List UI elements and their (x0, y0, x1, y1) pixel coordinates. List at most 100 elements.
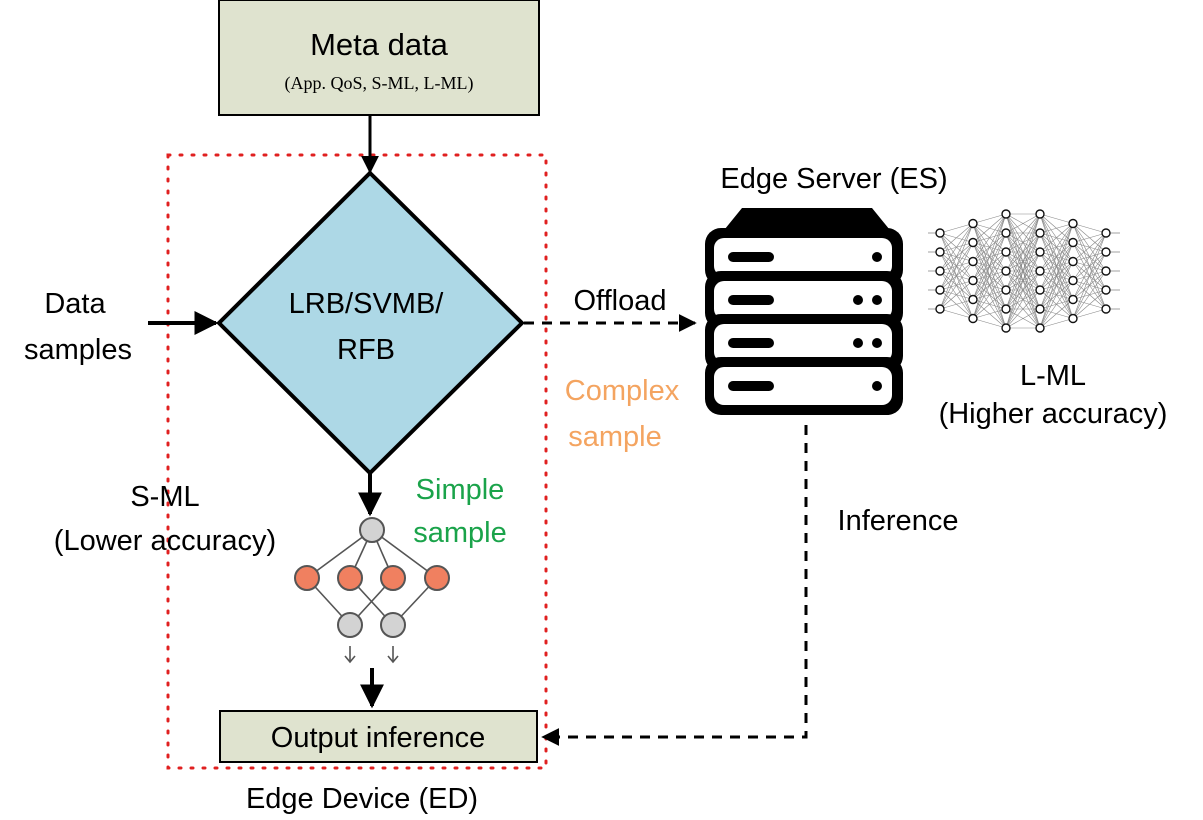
small-model-label: S-ML (130, 481, 199, 513)
network-edge (1005, 270, 1041, 329)
network-edge (1039, 223, 1074, 272)
network-node (1068, 218, 1078, 229)
data-samples-label-line2: samples (24, 334, 132, 366)
network-edge (972, 308, 1007, 319)
network-node (1068, 256, 1078, 267)
network-edge (972, 213, 1007, 224)
network-edge (1005, 213, 1041, 291)
network-edge (939, 242, 974, 310)
network-edge (939, 223, 974, 310)
network-edge (972, 213, 1007, 300)
network-node (968, 218, 978, 229)
small-model-accuracy: (Lower accuracy) (54, 525, 276, 557)
large-neural-network-icon (928, 209, 1120, 333)
large-model-label: L-ML (1020, 360, 1086, 392)
network-edge (1005, 232, 1041, 329)
network-edge (972, 213, 1007, 281)
meta-data-subtitle: (App. QoS, S-ML, L-ML) (285, 73, 474, 94)
network-edge (939, 308, 974, 319)
network-node (1001, 228, 1011, 238)
inference-label: Inference (838, 505, 959, 537)
network-edge (939, 261, 974, 310)
network-node (1101, 285, 1111, 295)
network-node (1068, 237, 1078, 248)
network-node (935, 266, 945, 276)
network-node (1101, 247, 1111, 257)
meta-data-title: Meta data (310, 27, 449, 62)
output-inference-box: Output inference (219, 710, 538, 763)
network-node (968, 237, 978, 248)
complex-sample-line2: sample (568, 421, 662, 453)
network-node (1035, 285, 1045, 295)
decision-label-line2: RFB (337, 334, 395, 366)
network-edge (972, 213, 1007, 319)
network-edge (1072, 223, 1107, 234)
output-inference-label: Output inference (271, 722, 485, 754)
data-samples-label-line1: Data (44, 288, 106, 320)
network-node (1035, 247, 1045, 257)
network-edge (1039, 242, 1074, 329)
network-node (968, 256, 978, 267)
network-edge (939, 223, 974, 291)
network-node (1068, 313, 1078, 324)
network-edge (939, 280, 974, 310)
simple-sample-line2: sample (413, 517, 507, 549)
simple-sample-line1: Simple (416, 474, 505, 506)
network-edge (1072, 232, 1107, 281)
network-node (1001, 266, 1011, 276)
network-edge (1039, 318, 1074, 329)
network-node (1035, 266, 1045, 276)
arrow-inference-return (541, 425, 808, 746)
network-node (1068, 294, 1078, 305)
network-edge (1039, 223, 1074, 291)
server-rack-icon (705, 208, 903, 415)
network-node (1001, 323, 1011, 333)
network-edge (1005, 213, 1041, 234)
network-edge (939, 223, 974, 272)
network-edge (1039, 213, 1074, 224)
network-edge (1072, 308, 1107, 319)
small-neural-network-icon (294, 517, 450, 664)
network-edge (1072, 289, 1107, 319)
network-edge (1039, 280, 1074, 329)
network-edge (1039, 223, 1074, 253)
network-node (1068, 275, 1078, 286)
network-node (1035, 209, 1045, 219)
network-edge (972, 318, 1007, 329)
server-unit-4 (705, 357, 903, 415)
network-edge (939, 299, 974, 310)
network-node (1001, 304, 1011, 314)
network-node (1035, 228, 1045, 238)
offload-label: Offload (574, 285, 667, 317)
edge-device-boundary (166, 153, 548, 770)
network-node (935, 285, 945, 295)
decision-diamond: LRB/SVMB/ RFB (216, 170, 525, 476)
network-edge (1039, 261, 1074, 329)
network-edge (1072, 232, 1107, 300)
network-edge (1039, 223, 1074, 329)
network-node (1001, 285, 1011, 295)
network-node (1101, 304, 1111, 314)
network-node (1001, 247, 1011, 257)
network-node (1035, 304, 1045, 314)
complex-sample-line1: Complex (565, 375, 680, 407)
network-edge (1072, 270, 1107, 319)
network-edge (972, 251, 1007, 319)
network-node (968, 313, 978, 324)
decision-label-line1: LRB/SVMB/ (289, 288, 445, 320)
network-edge (939, 223, 974, 234)
network-edge (972, 270, 1007, 319)
network-edge (1072, 232, 1107, 319)
network-node (1101, 228, 1111, 238)
network-edge (972, 289, 1007, 319)
large-model-accuracy: (Higher accuracy) (939, 398, 1168, 430)
network-edge (1072, 232, 1107, 243)
network-edge (939, 223, 974, 253)
network-node (935, 247, 945, 257)
network-node (935, 304, 945, 314)
network-edge (1072, 251, 1107, 319)
network-edge (1039, 223, 1074, 234)
network-edge (1005, 289, 1041, 329)
edge-device-label: Edge Device (ED) (246, 783, 478, 815)
network-node (968, 275, 978, 286)
